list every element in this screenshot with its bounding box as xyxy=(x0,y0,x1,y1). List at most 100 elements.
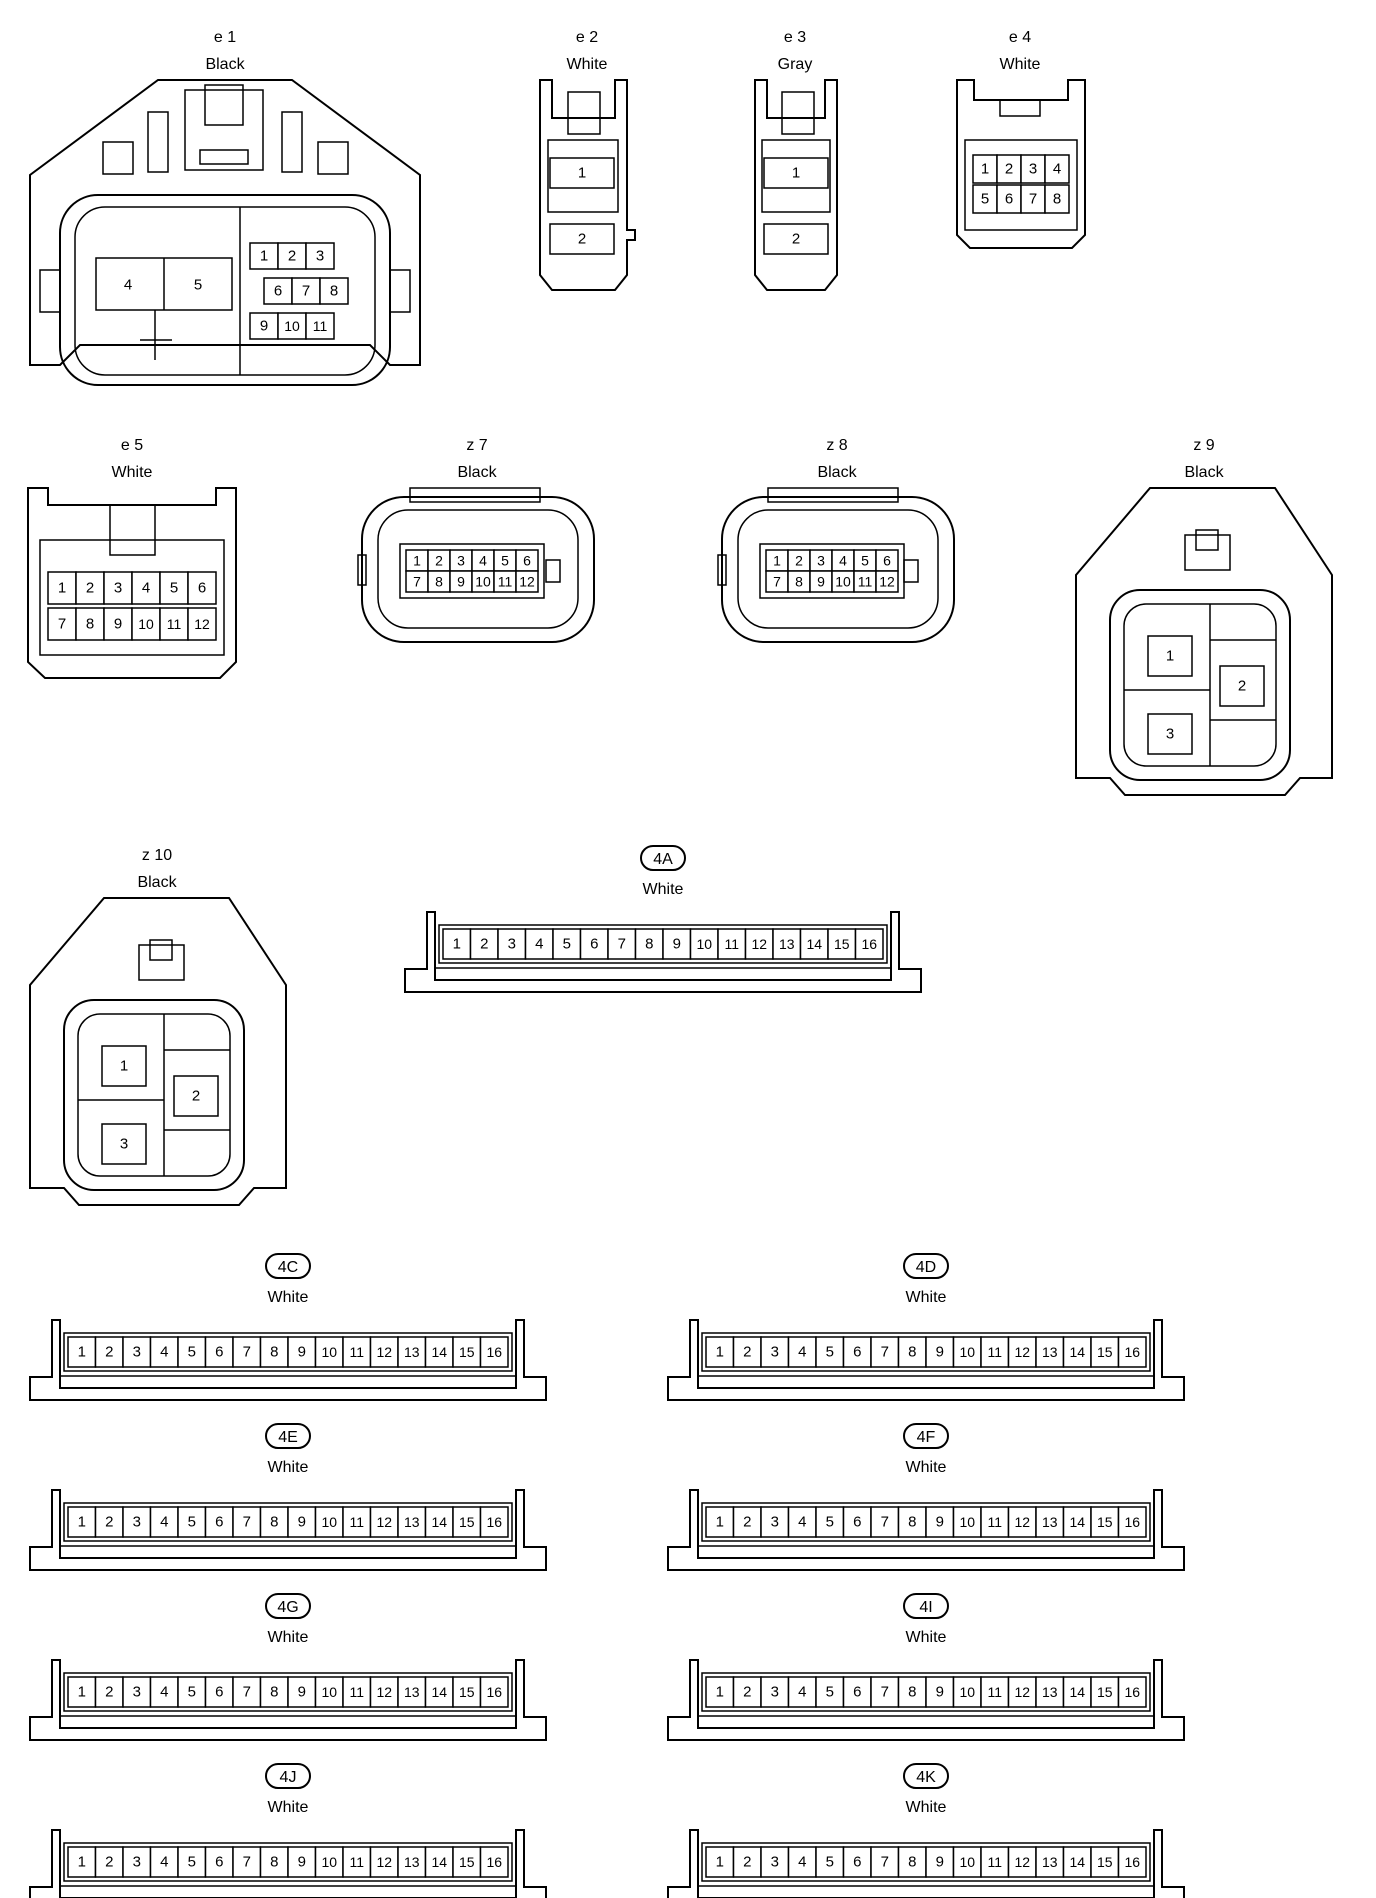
connector-4K-color: White xyxy=(906,1799,947,1816)
connector-4K-badge xyxy=(903,1763,949,1789)
connector-4K-pin: 9 xyxy=(936,1854,944,1871)
connector-4F-pin: 11 xyxy=(987,1514,1002,1530)
connector-e4-pins: 1 2 3 4 5 6 7 8 xyxy=(972,154,1070,214)
connector-4E-pin: 1 xyxy=(78,1514,86,1531)
connector-4C-pin: 9 xyxy=(298,1344,306,1361)
connector-4F-pin: 12 xyxy=(1014,1514,1030,1530)
connector-z9-pin: 2 xyxy=(1238,678,1246,695)
connector-4I-pin: 11 xyxy=(987,1684,1002,1700)
connector-4J-pin: 15 xyxy=(459,1854,475,1870)
connector-e4-pin: 8 xyxy=(1053,191,1061,208)
connector-e1-pin: 4 xyxy=(124,277,132,294)
connector-4F-pin: 8 xyxy=(908,1514,916,1531)
connector-4J-color: White xyxy=(268,1799,309,1816)
connector-4D-code: 4D xyxy=(916,1259,936,1276)
connector-e1-pin: 2 xyxy=(288,248,296,265)
connector-4F-badge xyxy=(903,1423,949,1449)
connector-4I-pin: 9 xyxy=(936,1684,944,1701)
connector-4E-pin: 16 xyxy=(486,1514,502,1530)
connector-4K-pin: 10 xyxy=(959,1854,975,1870)
connector-z9-pin: 1 xyxy=(1166,648,1174,665)
connector-4J-pin: 5 xyxy=(188,1854,196,1871)
connector-4D-badge xyxy=(903,1253,949,1279)
connector-e1-code: e 1 xyxy=(214,29,236,46)
connector-4G-pin: 10 xyxy=(321,1684,337,1700)
connector-4A-pin: 1 xyxy=(453,936,461,953)
connector-4J-pin: 8 xyxy=(270,1854,278,1871)
connector-4F-housing xyxy=(667,1489,1185,1571)
connector-4E-pin: 4 xyxy=(160,1514,168,1531)
connector-e4-pin: 3 xyxy=(1029,161,1037,178)
connector-4D-pin: 8 xyxy=(908,1344,916,1361)
connector-4G-pin: 2 xyxy=(105,1684,113,1701)
connector-4D-pin: 4 xyxy=(798,1344,806,1361)
connector-e4-pin: 1 xyxy=(981,161,989,178)
connector-4J-pin: 12 xyxy=(376,1854,392,1870)
connector-z10-pin: 3 xyxy=(120,1136,128,1153)
connector-4E-pin: 14 xyxy=(431,1514,447,1530)
connector-4J-pin: 3 xyxy=(133,1854,141,1871)
connector-e1-color: Black xyxy=(205,56,245,73)
connector-z7-pin: 3 xyxy=(457,553,465,569)
connector-4K-pin: 13 xyxy=(1042,1854,1058,1870)
connector-z8-pin: 2 xyxy=(795,553,803,569)
connector-4G-pin: 3 xyxy=(133,1684,141,1701)
connector-z9-housing xyxy=(1075,487,1333,796)
connector-4G-pin: 9 xyxy=(298,1684,306,1701)
connector-z7-code: z 7 xyxy=(466,437,487,454)
connector-e1-latch xyxy=(184,89,264,171)
connector-e5-pin: 1 xyxy=(58,580,66,597)
connector-4D-pin: 13 xyxy=(1042,1344,1058,1360)
connector-4F-pin: 9 xyxy=(936,1514,944,1531)
connector-4J-pin: 9 xyxy=(298,1854,306,1871)
connector-4G-code: 4G xyxy=(277,1599,298,1616)
connector-z8-pin: 3 xyxy=(817,553,825,569)
connector-e5-pins: 1 2 3 4 5 6 7 8 9 10 11 12 xyxy=(47,571,217,641)
connector-4A-pin: 8 xyxy=(645,936,653,953)
connector-4C-pin: 16 xyxy=(486,1344,502,1360)
connector-4G-pin: 14 xyxy=(431,1684,447,1700)
connector-e1-pin: 6 xyxy=(274,283,282,300)
connector-4K-pin: 16 xyxy=(1124,1854,1140,1870)
connector-z7-pin: 9 xyxy=(457,574,465,590)
connector-4C-pin: 13 xyxy=(404,1344,420,1360)
connector-z10-color: Black xyxy=(137,874,177,891)
connector-e2-code: e 2 xyxy=(576,29,598,46)
connector-e1-pin: 3 xyxy=(316,248,324,265)
connector-4G-pin: 13 xyxy=(404,1684,420,1700)
connector-e1-pins-upper: 1 2 3 6 7 8 9 10 11 xyxy=(249,242,349,340)
connector-4E-pin: 3 xyxy=(133,1514,141,1531)
connector-e4-code: e 4 xyxy=(1009,29,1031,46)
connector-e2-pin: 1 xyxy=(578,165,586,182)
connector-4J-pin: 7 xyxy=(243,1854,251,1871)
connector-z10-code: z 10 xyxy=(142,847,172,864)
connector-4E-pin: 2 xyxy=(105,1514,113,1531)
connector-4G-pin: 7 xyxy=(243,1684,251,1701)
connector-4A-pin: 13 xyxy=(779,936,795,952)
connector-e5: e 5 White 1 2 3 4 5 6 7 8 9 10 11 12 xyxy=(27,437,237,679)
connector-e4-pin: 2 xyxy=(1005,161,1013,178)
connector-4I-code: 4I xyxy=(919,1599,932,1616)
connector-4G-pin: 15 xyxy=(459,1684,475,1700)
connector-4C-color: White xyxy=(268,1289,309,1306)
connector-4F-pin: 4 xyxy=(798,1514,806,1531)
connector-4D-pin: 15 xyxy=(1097,1344,1113,1360)
connector-4F-pin: 16 xyxy=(1124,1514,1140,1530)
connector-4G-color: White xyxy=(268,1629,309,1646)
connector-4C-pin: 8 xyxy=(270,1344,278,1361)
connector-4I-pin: 13 xyxy=(1042,1684,1058,1700)
connector-4I-pin: 4 xyxy=(798,1684,806,1701)
connector-4I-pin: 2 xyxy=(743,1684,751,1701)
connector-e2-housing xyxy=(539,79,636,291)
connector-z7-pin: 1 xyxy=(413,553,421,569)
connector-z8-pin: 7 xyxy=(773,574,781,590)
connector-4E-color: White xyxy=(268,1459,309,1476)
connector-e1-housing xyxy=(29,79,421,366)
connector-4G-badge xyxy=(265,1593,311,1619)
connector-e1-pin: 5 xyxy=(194,277,202,294)
connector-z8-pin: 12 xyxy=(879,574,895,590)
